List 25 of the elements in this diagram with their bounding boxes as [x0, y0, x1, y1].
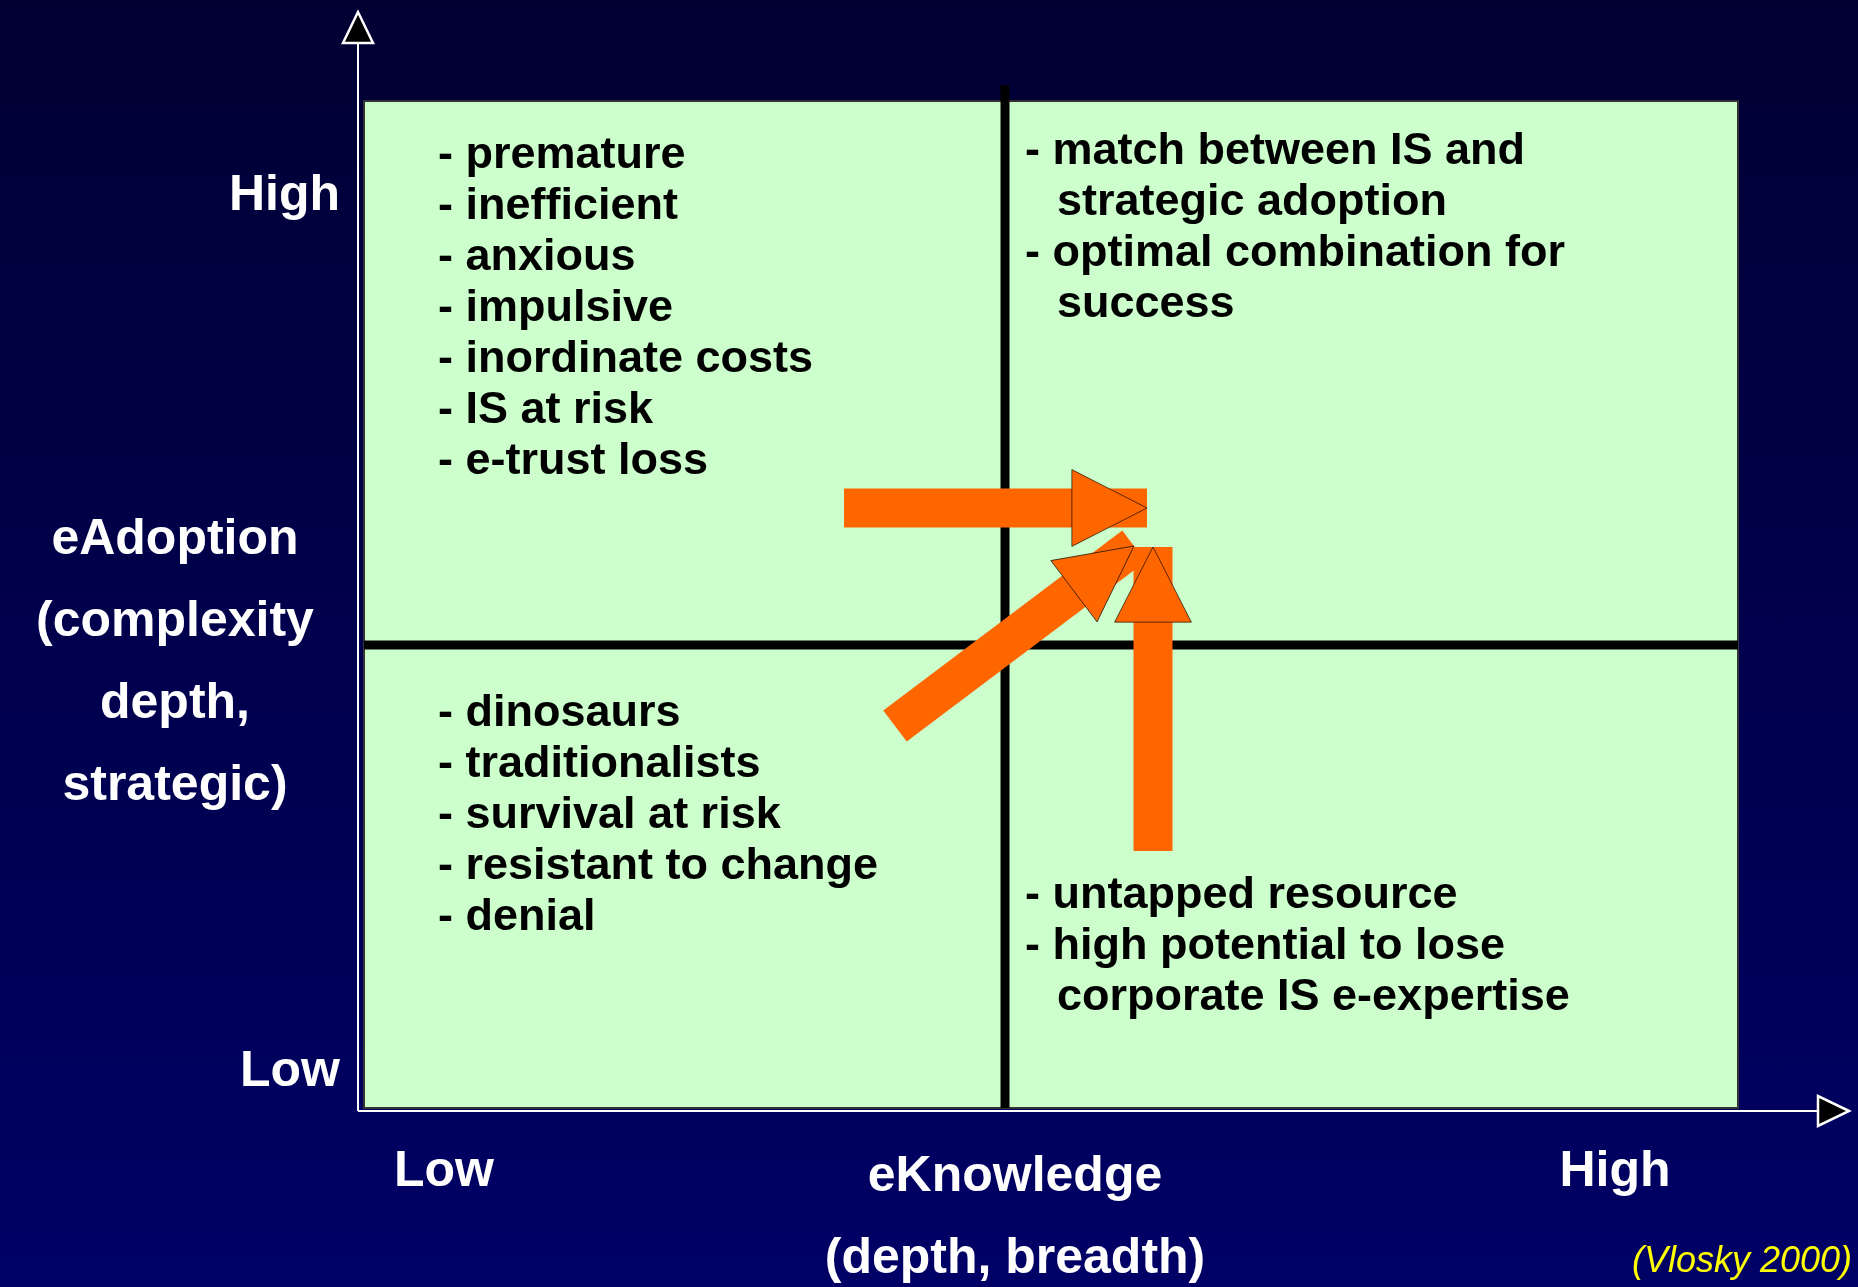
list-item: - untapped resource [1025, 867, 1459, 918]
list-item: - match between IS and strategic adoption [1025, 123, 1527, 225]
axis-tick-label: Low [393, 1140, 495, 1199]
list-item: - denial [438, 889, 597, 940]
list-item: - impulsive [438, 280, 675, 331]
list-item: - resistant to change [438, 838, 880, 889]
list-item: - survival at risk [438, 787, 782, 838]
list-item: - traditionalists [438, 736, 762, 787]
list-item: - dinosaurs [438, 685, 682, 736]
axis-tick-label: High [1558, 1140, 1672, 1199]
citation: (Vlosky 2000) [1630, 1238, 1852, 1282]
list-item: - premature [438, 127, 687, 178]
list-item: - IS at risk [438, 382, 655, 433]
list-item: - e-trust loss [438, 433, 710, 484]
list-item: - high potential to lose corporate IS e-expertise [1025, 918, 1571, 1020]
axis-title: eAdoption (complexity depth, strategic) [35, 508, 315, 813]
list-item: - inefficient [438, 178, 679, 229]
axis-title: eKnowledge (depth, breadth) [823, 1145, 1207, 1286]
list-item: - optimal combination for success [1025, 225, 1566, 327]
block-arrow [1114, 546, 1192, 851]
block-arrow [844, 469, 1148, 547]
list-item: - inordinate costs [438, 331, 815, 382]
axis-tick-label: Low [239, 1040, 340, 1099]
axis-tick-label: High [227, 164, 340, 223]
list-item: - anxious [438, 229, 637, 280]
